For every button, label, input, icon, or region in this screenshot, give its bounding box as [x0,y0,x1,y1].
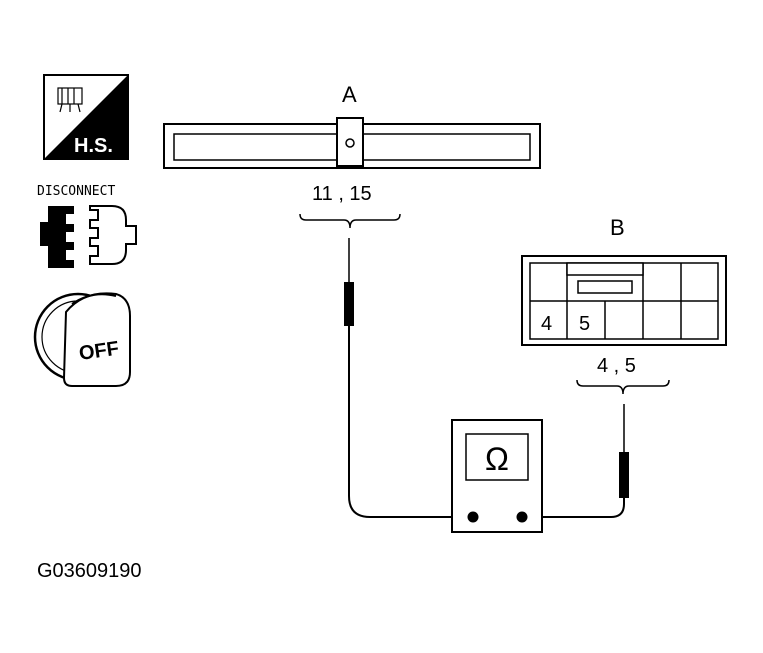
probe-a [344,238,473,518]
connector-b-brace [576,379,670,395]
meter-terminal-left [467,511,479,523]
connector-a-pins-label: 11 , 15 [312,183,372,205]
connector-b-pin-4: 4 [541,313,552,335]
connector-b-label: B [610,215,625,240]
connector-b: B 4 5 4 , 5 [521,215,727,395]
connector-b-pin-5: 5 [579,313,590,335]
probe-b [522,404,629,518]
hs-label: H.S. [74,135,113,157]
lead-wire-b [522,498,625,518]
lead-wire-a [348,326,473,518]
ohm-symbol: Ω [485,441,509,477]
connector-b-pins-label: 4 , 5 [597,355,636,377]
connector-a-label: A [342,82,357,107]
disconnect-icon: DISCONNECT [37,184,137,268]
harness-symbol-icon [57,87,83,113]
figure-code: G03609190 [37,560,142,582]
connector-a: A 11 , 15 [163,82,541,229]
hs-icon: H.S. [43,74,129,160]
connector-a-brace [299,213,401,229]
ignition-off-icon: OFF [33,292,131,387]
meter-terminal-right [516,511,528,523]
ohmmeter: Ω [451,419,543,533]
disconnect-label: DISCONNECT [37,184,115,199]
